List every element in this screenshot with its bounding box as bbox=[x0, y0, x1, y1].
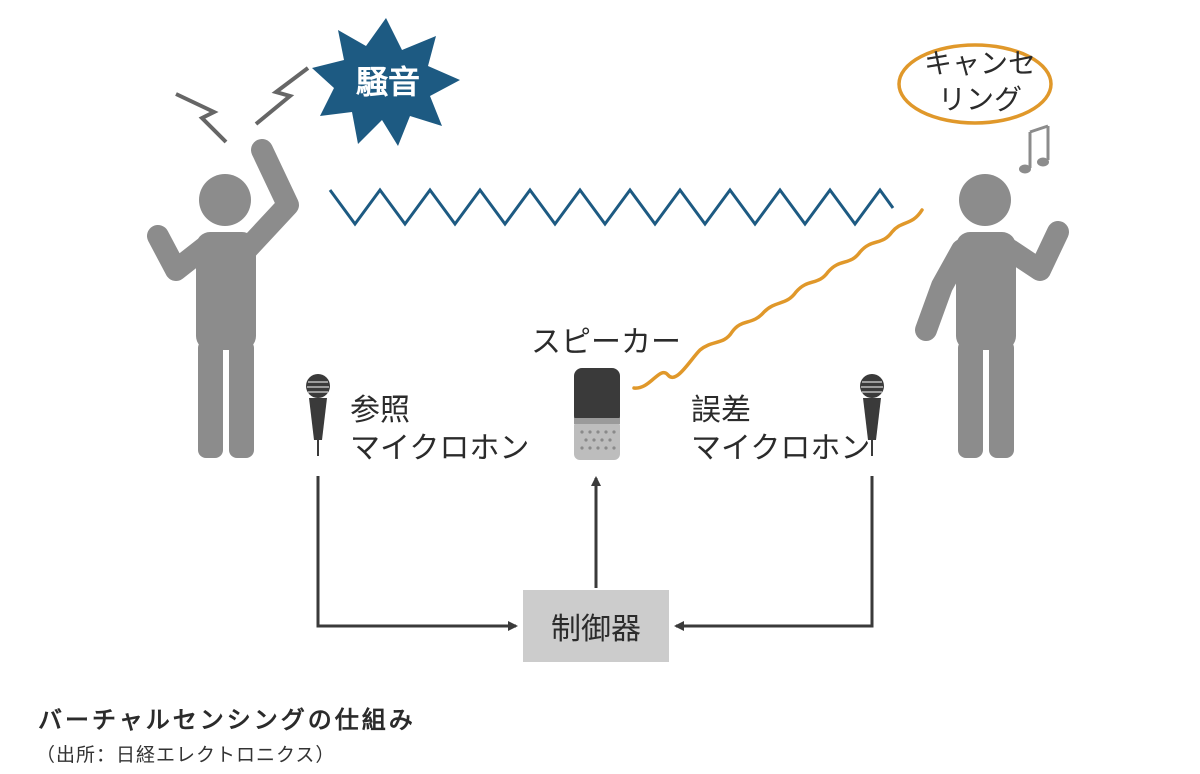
speaker-label: スピーカー bbox=[531, 325, 681, 360]
error-mic-label-line2: マイクロホン bbox=[691, 431, 871, 466]
controller-box: 制御器 bbox=[523, 590, 669, 662]
reference-mic-label: 参照 マイクロホン bbox=[350, 392, 529, 468]
canceling-oval bbox=[897, 43, 1053, 125]
noise-burst-icon bbox=[312, 18, 460, 146]
canceling-label-line2: リング bbox=[937, 83, 1022, 116]
left-person-icon bbox=[147, 139, 299, 458]
reference-to-controller-arrow bbox=[316, 476, 518, 631]
error-to-controller-arrow bbox=[674, 476, 874, 631]
right-person-icon bbox=[915, 174, 1069, 458]
reference-mic-label-line1: 参照 bbox=[350, 393, 410, 428]
caption-source: （出所：日経エレクトロニクス） bbox=[36, 744, 336, 766]
canceling-label-line1: キャンセ bbox=[923, 47, 1036, 80]
lightning-bolt-icon bbox=[175, 66, 310, 144]
noise-label: 騒音 bbox=[355, 63, 420, 101]
signal-arrows bbox=[316, 476, 874, 631]
smart-speaker-icon bbox=[574, 368, 620, 460]
error-mic-label-line1: 誤差 bbox=[691, 393, 751, 428]
canceling-label: キャンセ リング bbox=[900, 46, 1060, 118]
caption-title: バーチャルセンシングの仕組み bbox=[38, 706, 416, 734]
music-note-icon bbox=[1019, 124, 1050, 174]
error-microphone-icon bbox=[860, 374, 884, 456]
controller-label: 制御器 bbox=[551, 612, 641, 647]
error-mic-label: 誤差 マイクロホン bbox=[691, 392, 870, 468]
reference-microphone-icon bbox=[306, 374, 330, 456]
reference-mic-label-line2: マイクロホン bbox=[350, 431, 530, 466]
anti-noise-wave bbox=[632, 208, 924, 390]
noise-wave bbox=[328, 187, 895, 227]
